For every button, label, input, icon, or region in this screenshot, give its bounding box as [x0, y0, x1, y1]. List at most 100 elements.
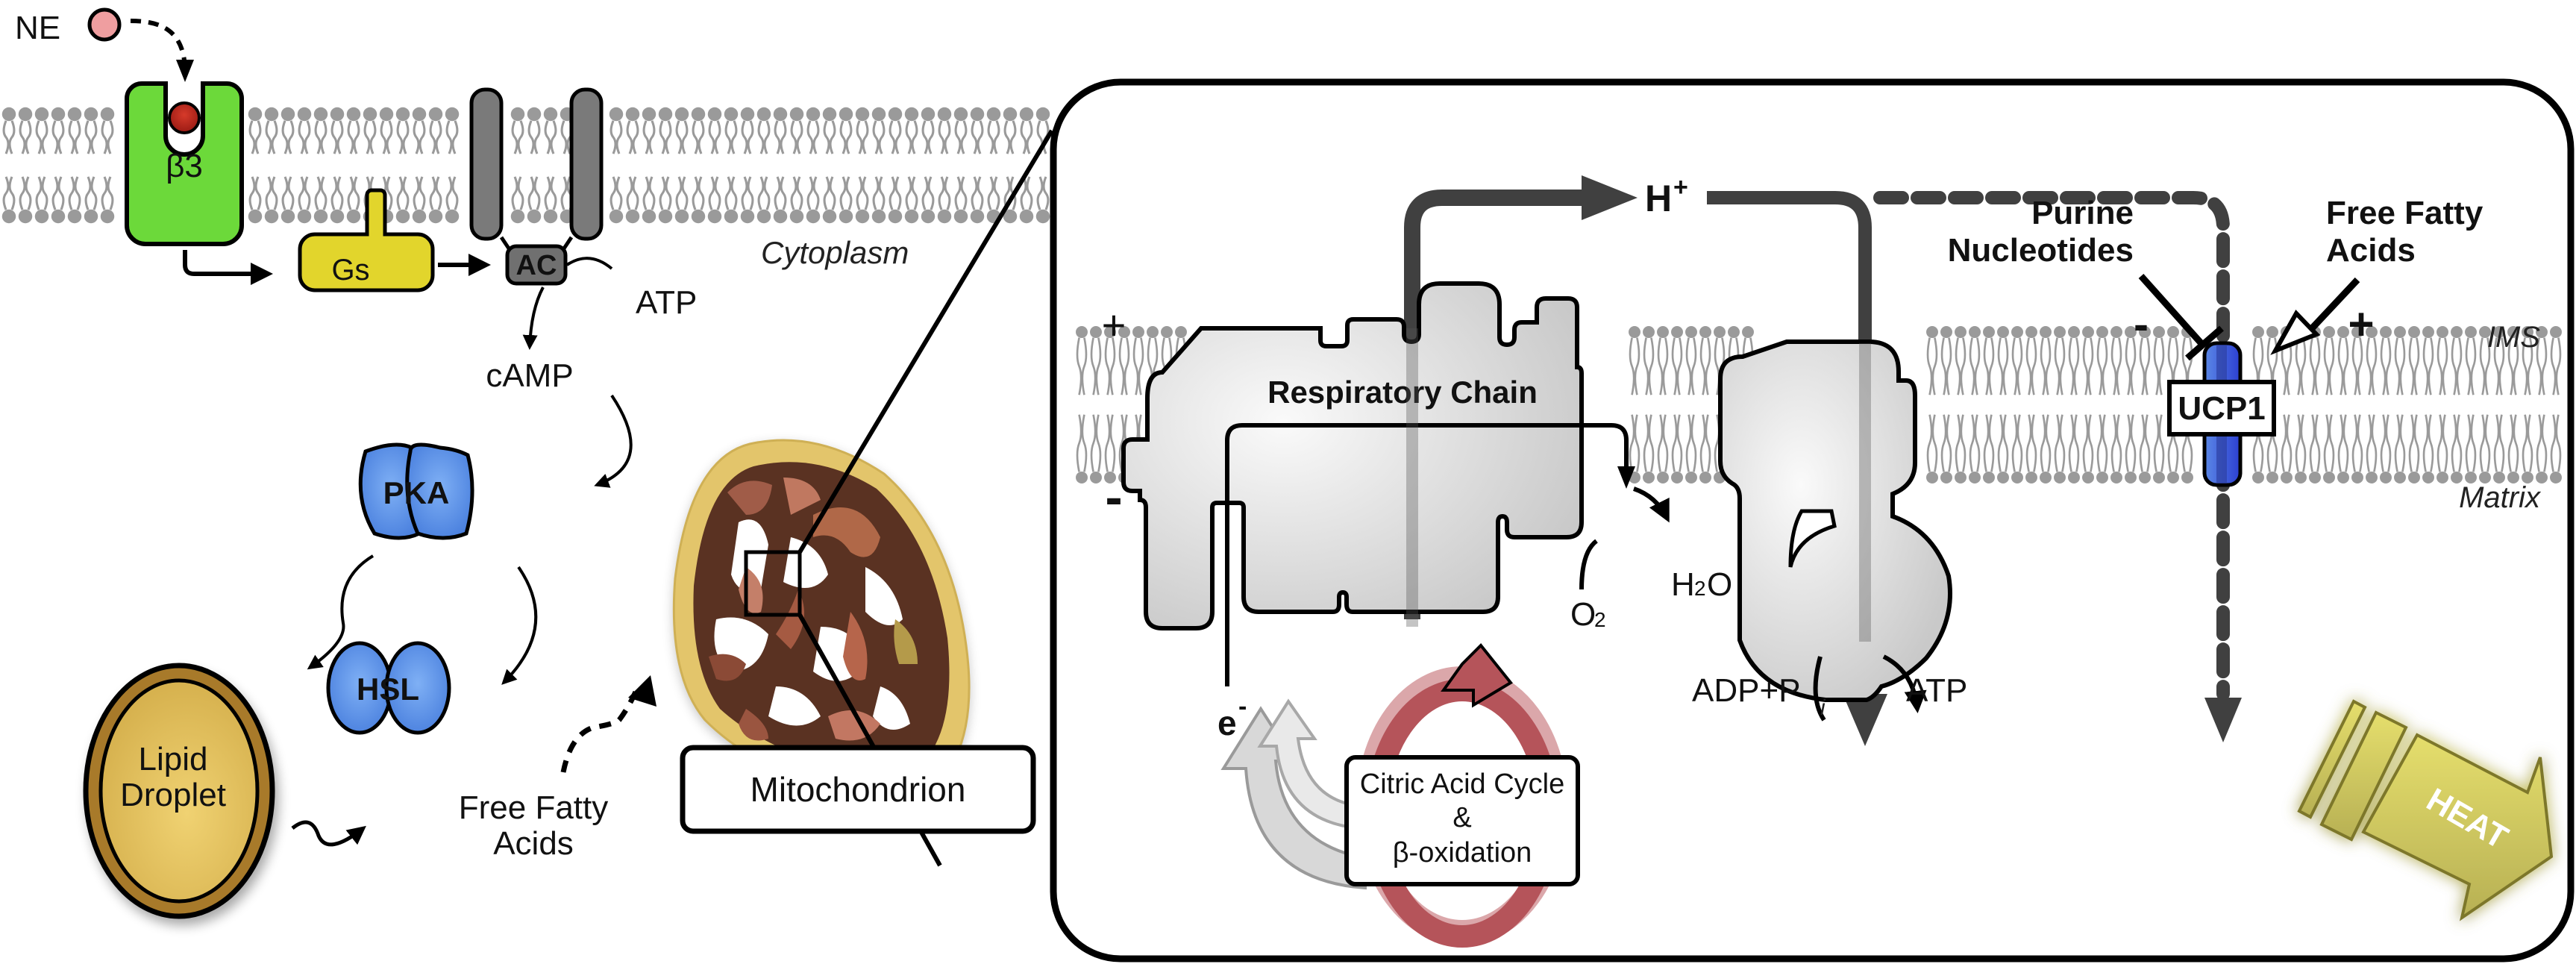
lipid-head: [2125, 326, 2137, 338]
lipid-head: [1969, 472, 1981, 483]
lipid-tail: [550, 176, 557, 210]
lipid-tail: [977, 176, 984, 210]
adenylyl-cyclase[interactable]: AC: [469, 87, 604, 286]
lipid-tail: [780, 120, 787, 154]
lipid-tail: [1946, 414, 1952, 472]
proton-leak-arrowhead-icon: [2204, 698, 2242, 742]
lipid-tail: [2498, 414, 2505, 472]
lipid-tail: [1690, 337, 1697, 395]
lipid-tail: [2309, 337, 2316, 395]
lipid-head: [642, 209, 656, 224]
lipid-head: [527, 209, 542, 224]
lipid-tail: [2153, 414, 2160, 472]
gs-protein[interactable]: Gs: [298, 188, 435, 292]
lipid-head: [2054, 472, 2066, 483]
lipid-tail: [2513, 414, 2519, 472]
lipid-tail: [2054, 337, 2061, 395]
atp-synthase[interactable]: [1718, 339, 1952, 702]
ffa-activation-sign: +: [2348, 299, 2374, 349]
lipid-tail: [2451, 414, 2457, 472]
lipid-tail: [402, 176, 410, 210]
lipid-tail: [2, 176, 10, 210]
ac-domain-left: [469, 87, 504, 241]
purine-inhibition-sign: -: [2134, 299, 2149, 349]
lipid-tail: [2385, 337, 2392, 395]
lipid-head: [100, 107, 115, 122]
lipid-tail: [2422, 414, 2429, 472]
lipid-head: [2068, 472, 2080, 483]
ucp1[interactable]: UCP1: [2167, 341, 2276, 487]
lipid-head: [1983, 326, 1995, 338]
lipid-tail: [2366, 337, 2372, 395]
lipid-tail: [2366, 414, 2372, 472]
lipid-tail: [445, 120, 453, 154]
lipid-head: [921, 209, 936, 224]
lipid-head: [2465, 326, 2477, 338]
lipid-head: [2479, 472, 2491, 483]
cycle-arrowhead-icon: [1441, 643, 1513, 708]
lipid-tail: [2394, 337, 2401, 395]
respiratory-chain[interactable]: Respiratory Chain: [1121, 281, 1635, 686]
lipid-head: [281, 209, 295, 224]
hsl-subunit-right: [384, 641, 451, 735]
lipid-tail: [2144, 337, 2151, 395]
electron-transport-arrowhead-icon: [1617, 466, 1635, 489]
lipid-tail: [396, 176, 404, 210]
lipid-tail: [829, 176, 836, 210]
lipid-tail: [757, 176, 765, 210]
lipid-tail: [1118, 337, 1125, 395]
lipid-head: [34, 209, 49, 224]
lipid-tail: [2541, 414, 2548, 472]
lipid-head: [839, 209, 853, 224]
lipid-head: [740, 107, 755, 122]
lipid-head: [871, 107, 886, 122]
lipid-tail: [724, 176, 732, 210]
lipid-tail: [987, 120, 994, 154]
lipid-head: [1657, 472, 1669, 483]
lipid-head: [1147, 326, 1159, 338]
lipid-tail: [435, 120, 442, 154]
lipid-tail: [298, 176, 305, 210]
lipid-tail: [2484, 414, 2491, 472]
lipid-head: [2110, 326, 2122, 338]
lipid-tail: [330, 176, 338, 210]
heat-arrow-body: [2361, 733, 2554, 921]
lipid-head: [822, 209, 837, 224]
lipid-tail: [2087, 337, 2094, 395]
lipid-head: [1926, 326, 1938, 338]
lipid-tail: [2357, 337, 2363, 395]
lipid-head: [1035, 209, 1050, 224]
lipid-tail: [845, 176, 853, 210]
lipid-tail: [336, 120, 344, 154]
electron-supply-arrow-large-icon: [1220, 706, 1367, 890]
heat-stripe-1-icon: [2297, 699, 2367, 819]
lipid-head: [1940, 326, 1952, 338]
lipid-tail: [911, 120, 918, 154]
lipid-tail: [101, 176, 108, 210]
pka[interactable]: PKA: [358, 442, 474, 540]
lipid-tail: [560, 176, 568, 210]
lipid-tail: [1955, 337, 1961, 395]
lipid-tail: [971, 120, 978, 154]
cycle-label-box: [1344, 755, 1580, 886]
lipid-tail: [1095, 337, 1102, 395]
lipid-tail: [1629, 337, 1635, 395]
plasma-membrane: [1, 107, 1050, 224]
lipid-tail: [2082, 337, 2089, 395]
beta3-receptor[interactable]: β3: [125, 81, 244, 246]
lipid-head: [2309, 472, 2321, 483]
lipid-tail: [911, 176, 918, 210]
lipid-tail: [2465, 414, 2472, 472]
lipid-tail: [2073, 414, 2080, 472]
lipid-tail: [68, 120, 75, 154]
lipid-tail: [2286, 414, 2293, 472]
proton-label: H +: [1645, 173, 1688, 219]
atp-synthase-atp-label: ATP: [1906, 672, 1967, 709]
ne-label: NE: [15, 10, 60, 46]
hsl[interactable]: HSL: [326, 641, 451, 735]
lipid-tail: [708, 120, 715, 154]
lipid-tail: [2045, 337, 2052, 395]
camp-to-pka-arrow: [594, 394, 633, 488]
lipid-tail: [1643, 414, 1649, 472]
